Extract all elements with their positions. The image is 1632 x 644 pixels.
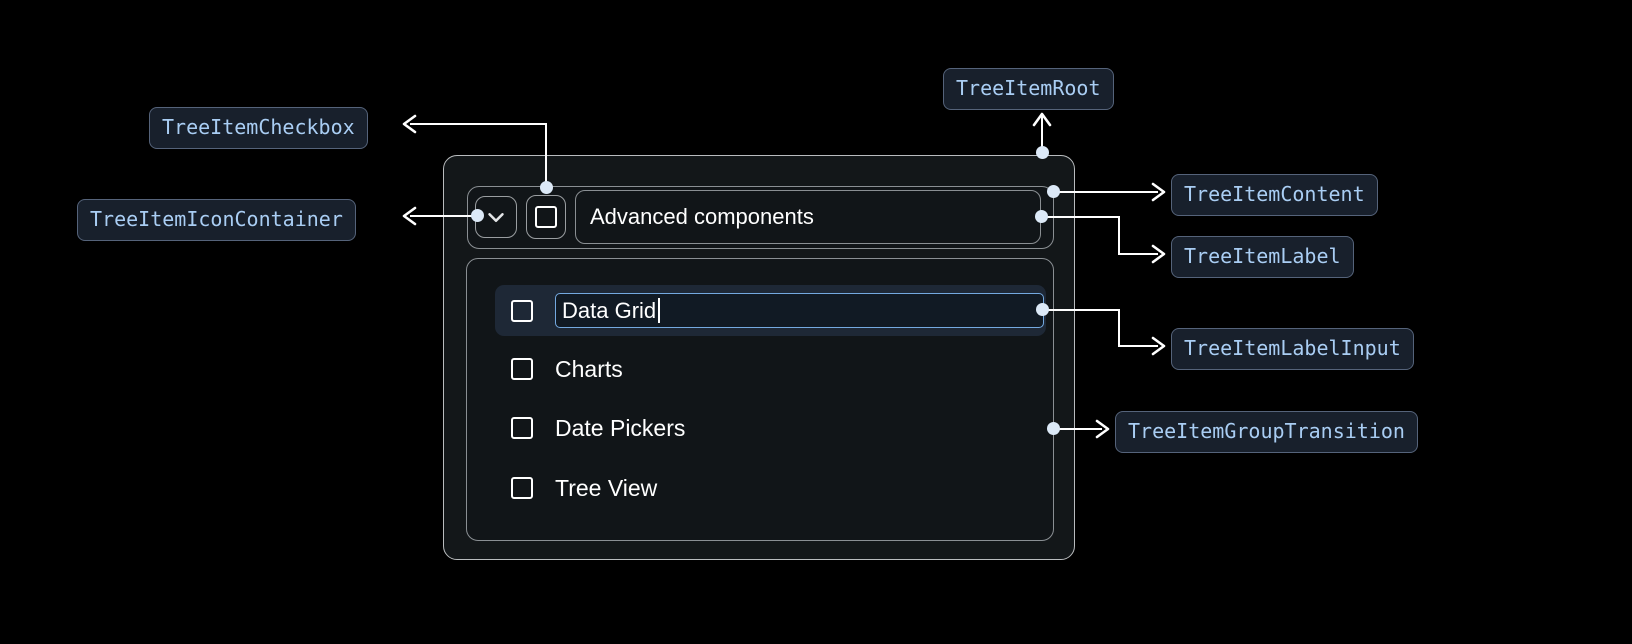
connector-content-horizontal bbox=[1054, 191, 1158, 193]
connector-dot-root bbox=[1036, 146, 1049, 159]
tree-child-row-selected[interactable]: Data Grid bbox=[495, 285, 1046, 336]
connector-label-input-vertical bbox=[1118, 309, 1120, 347]
badge-tree-item-label: TreeItemLabel bbox=[1171, 236, 1354, 278]
connector-label-horizontal-1 bbox=[1042, 216, 1120, 218]
checkbox-square-icon[interactable] bbox=[511, 299, 533, 322]
tree-child-row-date-pickers[interactable]: Date Pickers bbox=[495, 404, 1046, 452]
connector-dot-group-transition bbox=[1047, 422, 1060, 435]
connector-root-vertical bbox=[1041, 115, 1043, 155]
arrow-head-left-checkbox bbox=[402, 114, 417, 134]
chevron-down-icon bbox=[483, 204, 509, 230]
checkbox-square-icon[interactable] bbox=[511, 477, 533, 499]
tree-child-row-charts[interactable]: Charts bbox=[495, 345, 1046, 393]
checkbox-square-icon[interactable] bbox=[511, 417, 533, 439]
connector-icon-container-horizontal bbox=[410, 215, 482, 217]
connector-dot-icon-container bbox=[471, 209, 484, 222]
connector-dot-checkbox bbox=[540, 181, 553, 194]
arrow-head-left-icon-container bbox=[402, 206, 417, 226]
tree-item-label[interactable]: Advanced components bbox=[575, 190, 1041, 244]
badge-tree-item-content: TreeItemContent bbox=[1171, 174, 1378, 216]
connector-dot-label-input bbox=[1036, 303, 1049, 316]
badge-tree-item-label-input: TreeItemLabelInput bbox=[1171, 328, 1414, 370]
tree-item-checkbox[interactable] bbox=[526, 195, 566, 239]
connector-label-vertical bbox=[1118, 216, 1120, 255]
tree-item-label-text: Advanced components bbox=[590, 204, 814, 229]
connector-checkbox-vertical bbox=[545, 124, 547, 190]
tree-child-label: Date Pickers bbox=[555, 414, 686, 441]
connector-checkbox-horizontal bbox=[410, 123, 547, 125]
connector-group-transition-horizontal bbox=[1054, 428, 1102, 430]
badge-tree-item-root: TreeItemRoot bbox=[943, 68, 1114, 110]
label-input-value: Data Grid bbox=[562, 297, 657, 323]
tree-child-label: Tree View bbox=[555, 474, 658, 501]
text-caret bbox=[658, 298, 660, 323]
connector-label-input-horizontal-1 bbox=[1042, 309, 1120, 311]
checkbox-square-icon[interactable] bbox=[511, 358, 533, 380]
connector-dot-content bbox=[1047, 185, 1060, 198]
arrow-head-right-label-input bbox=[1151, 336, 1166, 356]
arrow-head-up-root bbox=[1032, 112, 1052, 127]
arrow-head-right-group-transition bbox=[1095, 419, 1110, 439]
badge-tree-item-icon-container: TreeItemIconContainer bbox=[77, 199, 356, 241]
tree-item-label-input[interactable]: Data Grid bbox=[555, 293, 1044, 328]
connector-label-input-horizontal-2 bbox=[1118, 345, 1158, 347]
badge-tree-item-group-transition: TreeItemGroupTransition bbox=[1115, 411, 1418, 453]
connector-label-horizontal-2 bbox=[1118, 253, 1158, 255]
tree-child-label: Charts bbox=[555, 355, 623, 382]
tree-item-content[interactable] bbox=[467, 186, 1054, 249]
arrow-head-right-label bbox=[1151, 244, 1166, 264]
arrow-head-right-content bbox=[1151, 182, 1166, 202]
connector-dot-label bbox=[1035, 210, 1048, 223]
badge-tree-item-checkbox: TreeItemCheckbox bbox=[149, 107, 368, 149]
checkbox-square-icon[interactable] bbox=[535, 206, 557, 228]
tree-child-row-tree-view[interactable]: Tree View bbox=[495, 464, 1046, 512]
